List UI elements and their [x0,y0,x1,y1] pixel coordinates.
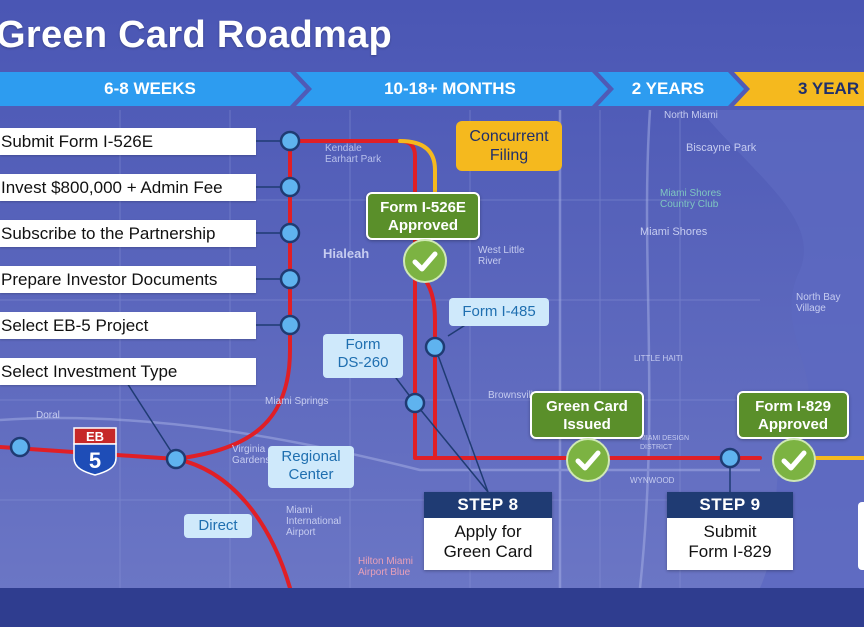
footer-band [0,588,864,627]
i526e-line1: Form I-526E [380,199,466,216]
step10-card-edge [858,502,864,570]
step-select-project: Select EB-5 Project [0,312,256,339]
phase-label-4: 3 YEAR [798,79,860,98]
map-label-hilton: Hilton Miami Airport Blue [358,556,414,578]
map-label-kendale: Kendale Earhart Park [325,143,382,165]
ds260-line2: DS-260 [337,354,389,371]
regional-line2: Center [288,466,334,483]
map-label-west-little-river: West Little River [478,245,525,267]
gc-line2: Issued [563,416,611,433]
step8-card: STEP 8 Apply for Green Card [424,492,552,570]
step-prepare-docs: Prepare Investor Documents [0,266,256,293]
concurrent-filing-badge: Concurrent Filing [456,121,562,171]
milestone-i526e-approved: Form I-526E Approved [366,192,480,240]
callout-regional-center: Regional Center [268,446,354,488]
map-label-virginia-gardens: Virginia Gardens [232,444,271,466]
callout-ds260: Form DS-260 [323,334,403,378]
step9-line1: Submit [703,522,757,541]
milestone-green-card-issued: Green Card Issued [530,391,644,439]
eb5-shield-icon [73,427,117,476]
step9-header: STEP 9 [667,492,793,518]
map-label-hialeah: Hialeah [323,246,370,261]
bay-water [700,110,864,588]
check-icon-i526e [403,239,447,283]
page-title: Green Card Roadmap [0,14,393,56]
phase-arrow-3 [598,72,744,106]
phase-arrow-1 [0,72,306,106]
map-label-brownsville: Brownsville [488,390,539,401]
check-icon-i829 [772,438,816,482]
i829-line1: Form I-829 [755,398,831,415]
phase-label-1: 6-8 WEEKS [104,79,196,98]
ds260-line1: Form [345,336,381,353]
regional-line1: Regional [281,448,341,465]
step8-header: STEP 8 [424,492,552,518]
gc-line1: Green Card [546,398,628,415]
phase-arrow-4 [734,72,864,106]
shield-top-text: EB [85,429,105,444]
phase-arrow-2 [296,72,608,106]
shield-bottom-text: 5 [88,448,102,473]
map-label-miami-shores-club: Miami Shores Country Club [660,188,722,210]
step9-line2: Form I-829 [688,542,772,561]
step-submit-i526e: Submit Form I-526E [0,128,256,155]
connector-lines [119,140,731,493]
step9-card: STEP 9 Submit Form I-829 [667,492,793,570]
callout-direct: Direct [184,514,252,538]
map-label-miami-springs: Miami Springs [265,396,329,407]
i526e-line2: Approved [387,217,458,234]
highways [0,109,760,589]
map-label-wynwood: WYNWOOD [630,476,675,485]
step8-line1: Apply for [454,522,522,541]
route-nodes [9,130,741,470]
map-label-miami-airport: Miami International Airport [286,505,342,538]
step-invest: Invest $800,000 + Admin Fee [0,174,256,201]
phase-label-3: 2 YEARS [631,79,705,98]
map-label-miami-shores: Miami Shores [640,226,708,238]
phase-label-2: 10-18+ MONTHS [384,79,516,98]
map-label-little-haiti: LITTLE HAITI [634,354,683,363]
i829-line2: Approved [757,416,828,433]
step-select-type: Select Investment Type [0,358,256,385]
concurrent-line1: Concurrent [469,128,549,145]
check-icon-green-card [566,438,610,482]
map-label-north-bay-village: North Bay Village [796,292,841,314]
callout-i485: Form I-485 [449,298,549,326]
map-label-doral: Doral [36,410,60,421]
map-label-north-miami: North Miami [664,110,718,121]
milestone-i829-approved: Form I-829 Approved [737,391,849,439]
step-subscribe: Subscribe to the Partnership [0,220,256,247]
step8-line2: Green Card [443,542,533,561]
concurrent-line2: Filing [489,147,529,164]
map-label-biscayne-park: Biscayne Park [686,142,757,154]
map-label-design-district: MIAMI DESIGN DISTRICT [640,435,690,451]
